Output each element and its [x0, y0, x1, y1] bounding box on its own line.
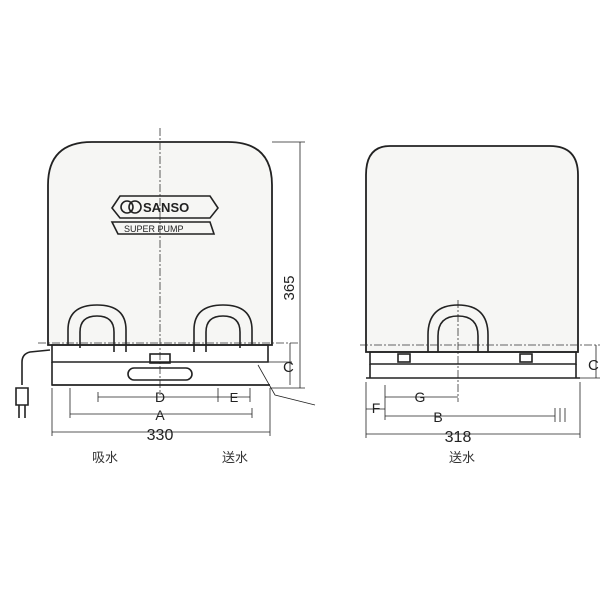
side-dim-width-label: 318: [445, 429, 472, 446]
side-dimension-lines: [365, 345, 600, 438]
front-view: SANSO SUPER PUMP: [15, 128, 316, 466]
dim-g-label: G: [415, 389, 426, 405]
dim-width-label: 330: [147, 427, 174, 444]
front-base-slot: [127, 367, 193, 381]
sanso-logo: SANSO SUPER PUMP: [110, 195, 219, 235]
logo-brand-text: SANSO: [143, 200, 189, 215]
side-pump-cover: [365, 145, 579, 353]
dim-a-label: A: [155, 407, 165, 423]
suction-pipe-outer: [67, 304, 127, 352]
side-pipe-inner: [437, 315, 479, 352]
front-base: [51, 362, 270, 386]
discharge-pipe-inner: [205, 315, 241, 352]
front-dimension-lines: [51, 141, 316, 436]
dim-height-label: 365: [281, 275, 298, 300]
dim-b-label: B: [433, 409, 442, 425]
power-plug-icon: [15, 387, 29, 418]
discharge-pipe-outer: [193, 304, 253, 352]
logo-model-text: SUPER PUMP: [124, 224, 184, 234]
discharge-label: 送水: [222, 451, 248, 466]
side-view: C F G B 318 送水: [360, 145, 600, 466]
dim-d-label: D: [155, 389, 165, 405]
dim-f-label: F: [372, 400, 381, 416]
side-pipe-outer: [427, 304, 489, 352]
front-drain-plug: [149, 353, 171, 364]
dim-e-label: E: [230, 390, 239, 405]
power-cord: [21, 349, 51, 385]
suction-pipe-inner: [79, 315, 115, 352]
suction-label: 吸水: [92, 451, 118, 466]
side-dim-c-label: C: [588, 357, 599, 374]
dim-c-label: C: [283, 359, 294, 376]
side-discharge-label: 送水: [449, 451, 475, 466]
